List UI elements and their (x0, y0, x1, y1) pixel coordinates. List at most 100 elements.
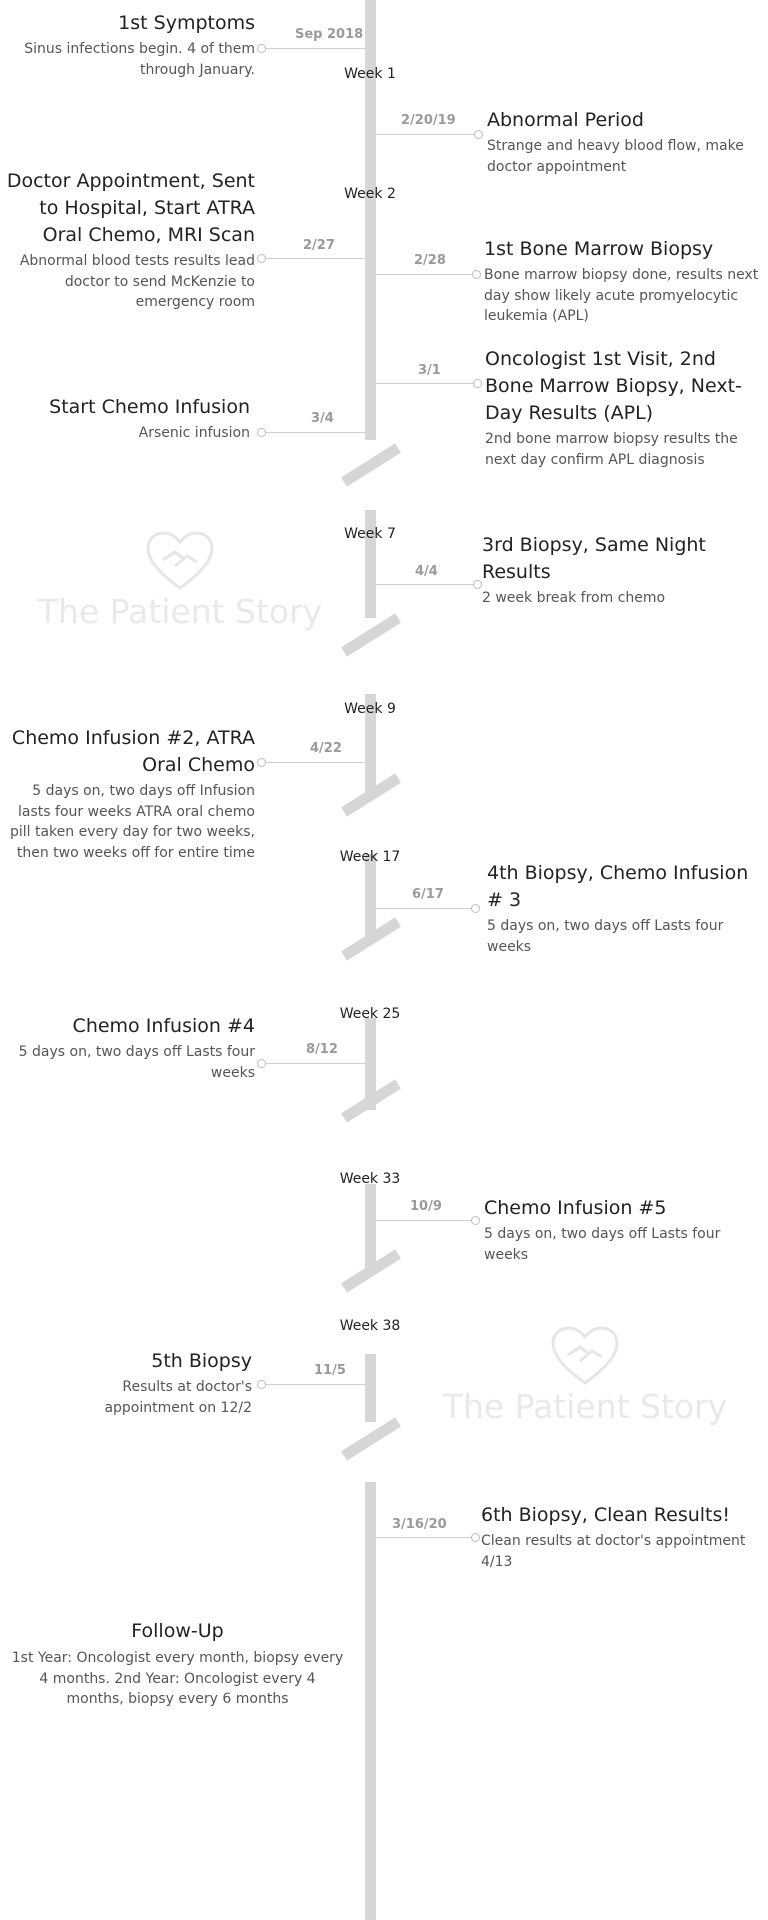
event-title: 1st Symptoms (118, 12, 255, 34)
timeline-event: Chemo Infusion #2, ATRA Oral Chemo 5 day… (5, 725, 255, 863)
timeline-break-mark (341, 773, 401, 817)
event-description: Arsenic infusion (138, 425, 250, 441)
watermark-text: The Patient Story (442, 1387, 728, 1426)
followup-description: 1st Year: Oncologist every month, biopsy… (11, 1650, 344, 1707)
timeline-break-gap (360, 1274, 382, 1354)
connector-line (262, 1063, 365, 1064)
event-title: Doctor Appointment, Sent to Hospital, St… (6, 170, 255, 246)
event-title: 5th Biopsy (151, 1350, 252, 1372)
week-label: Week 33 (339, 1171, 401, 1187)
connector-dot (257, 428, 266, 437)
week-label: Week 38 (339, 1318, 401, 1334)
timeline-break-mark (341, 1079, 401, 1123)
heart-handshake-icon (551, 1326, 619, 1385)
timeline-break-gap (360, 794, 382, 854)
event-date: 4/4 (415, 564, 438, 579)
event-title: Chemo Infusion #4 (72, 1015, 255, 1037)
event-description: Sinus infections begin. 4 of them throug… (24, 41, 255, 78)
event-title: 6th Biopsy, Clean Results! (481, 1504, 731, 1526)
event-description: 2 week break from chemo (482, 590, 666, 606)
timeline-break-gap (360, 1110, 382, 1184)
week-label: Week 17 (339, 849, 401, 865)
connector-dot (471, 1533, 480, 1542)
connector-line (262, 258, 365, 259)
event-date: Sep 2018 (295, 27, 364, 42)
connector-dot (257, 1059, 266, 1068)
timeline-event: 6th Biopsy, Clean Results! Clean results… (481, 1502, 763, 1572)
week-label: Week 7 (344, 526, 396, 542)
connector-dot (473, 580, 482, 589)
event-title: Start Chemo Infusion (49, 396, 250, 418)
timeline-break-mark (341, 613, 401, 657)
event-date: 2/20/19 (401, 113, 456, 128)
connector-line (262, 48, 365, 49)
connector-line (376, 134, 476, 135)
connector-line (262, 432, 365, 433)
week-label: Week 1 (344, 66, 396, 82)
event-date: 3/4 (311, 411, 334, 426)
followup-section: Follow-Up 1st Year: Oncologist every mon… (10, 1618, 345, 1710)
timeline-event: Abnormal Period Strange and heavy blood … (487, 107, 762, 177)
connector-dot (474, 130, 483, 139)
connector-line (262, 1384, 365, 1385)
event-title: Chemo Infusion #5 (484, 1197, 667, 1219)
timeline-event: 5th Biopsy Results at doctor's appointme… (30, 1348, 252, 1418)
event-date: 6/17 (412, 887, 444, 902)
timeline-break-mark (341, 917, 401, 961)
event-date: 4/22 (310, 741, 342, 756)
event-date: 2/28 (414, 253, 446, 268)
watermark: The Patient Story (435, 1325, 735, 1426)
connector-dot (471, 904, 480, 913)
week-label: Week 9 (344, 701, 396, 717)
timeline-break-mark (341, 1249, 401, 1293)
connector-dot (472, 270, 481, 279)
connector-line (376, 908, 473, 909)
connector-line (376, 1220, 473, 1221)
event-description: Bone marrow biopsy done, results next da… (484, 267, 759, 324)
event-title: 4th Biopsy, Chemo Infusion # 3 (487, 862, 749, 911)
event-description: 5 days on, two days off Infusion lasts f… (9, 783, 255, 861)
timeline-event: Start Chemo Infusion Arsenic infusion (5, 394, 250, 444)
event-description: Clean results at doctor's appointment 4/… (481, 1533, 746, 1570)
watermark-text: The Patient Story (37, 592, 323, 631)
event-description: Results at doctor's appointment on 12/2 (104, 1379, 252, 1416)
connector-dot (257, 254, 266, 263)
event-date: 3/1 (418, 363, 441, 378)
event-description: 5 days on, two days off Lasts four weeks (487, 918, 724, 955)
heart-handshake-icon (146, 531, 214, 590)
event-title: 1st Bone Marrow Biopsy (484, 238, 714, 260)
event-title: Chemo Infusion #2, ATRA Oral Chemo (11, 727, 255, 776)
timeline-event: 1st Bone Marrow Biopsy Bone marrow biops… (484, 236, 764, 327)
event-description: Strange and heavy blood flow, make docto… (487, 138, 744, 175)
event-date: 11/5 (314, 1363, 346, 1378)
timeline-event: 1st Symptoms Sinus infections begin. 4 o… (5, 10, 255, 80)
connector-line (376, 274, 474, 275)
timeline-event: Chemo Infusion #4 5 days on, two days of… (5, 1013, 255, 1083)
event-date: 10/9 (410, 1199, 442, 1214)
timeline-break-mark (341, 1417, 401, 1461)
event-date: 2/27 (303, 238, 335, 253)
timeline-event: 3rd Biopsy, Same Night Results 2 week br… (482, 532, 752, 609)
event-title: 3rd Biopsy, Same Night Results (482, 534, 706, 583)
connector-dot (257, 44, 266, 53)
event-date: 8/12 (306, 1042, 338, 1057)
connector-line (376, 1537, 473, 1538)
event-description: 5 days on, two days off Lasts four weeks (484, 1226, 721, 1263)
timeline-event: Doctor Appointment, Sent to Hospital, St… (5, 168, 255, 313)
event-title: Abnormal Period (487, 109, 644, 131)
timeline-break-gap (360, 942, 382, 1018)
event-description: Abnormal blood tests results lead doctor… (19, 253, 255, 310)
event-description: 5 days on, two days off Lasts four weeks (18, 1044, 255, 1081)
connector-dot (257, 758, 266, 767)
connector-line (376, 383, 475, 384)
event-title: Oncologist 1st Visit, 2nd Bone Marrow Bi… (485, 348, 742, 424)
timeline-event: Oncologist 1st Visit, 2nd Bone Marrow Bi… (485, 346, 763, 470)
connector-dot (257, 1380, 266, 1389)
connector-dot (473, 379, 482, 388)
connector-line (376, 584, 475, 585)
event-date: 3/16/20 (392, 1517, 447, 1532)
timeline-break-mark (341, 443, 401, 487)
week-label: Week 25 (339, 1006, 401, 1022)
week-label: Week 2 (344, 186, 396, 202)
followup-title: Follow-Up (131, 1620, 224, 1642)
